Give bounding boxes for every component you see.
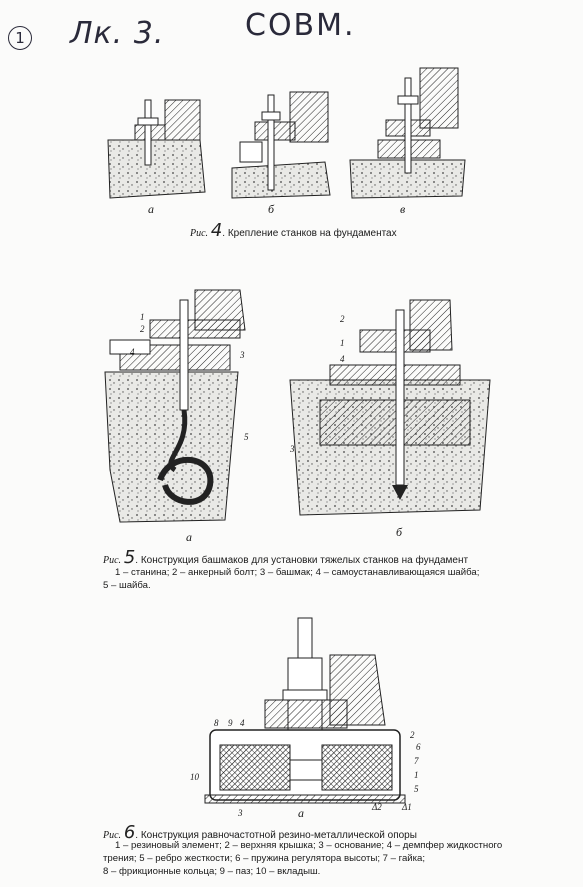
fig4-caption-text: . Крепление станков на фундаментах bbox=[222, 228, 397, 239]
fig4-sublabel-b: б bbox=[268, 202, 275, 216]
fig4-number: 4 bbox=[210, 220, 223, 241]
fig5b-label-3: 3 bbox=[290, 444, 295, 454]
fig5b-label-1: 1 bbox=[340, 338, 345, 348]
fig5-ris: Рис. bbox=[103, 555, 122, 566]
fig4-sublabel-a: а bbox=[148, 202, 154, 216]
fig6-number: 6 bbox=[123, 822, 136, 843]
handwritten-lecture-note: Лк. 3. bbox=[70, 16, 165, 51]
fig6-label-3: 3 bbox=[238, 808, 243, 818]
fig5a-label-4: 4 bbox=[130, 347, 135, 357]
fig4-ris: Рис. bbox=[190, 228, 209, 239]
fig6-legend-line3: 8 – фрикционные кольца; 9 – паз; 10 – вк… bbox=[103, 866, 321, 877]
fig6-label-4: 4 bbox=[240, 718, 245, 728]
fig6-caption: Рис. 6. Конструкция равночастотной резин… bbox=[103, 822, 417, 843]
fig5-caption: Рис. 5. Конструкция башмаков для установ… bbox=[103, 547, 468, 568]
fig6-label-9: 9 bbox=[228, 718, 233, 728]
fig4-caption: Рис. 4. Крепление станков на фундаментах bbox=[190, 220, 397, 241]
fig6-legend-line2: трения; 5 – ребро жесткости; 6 – пружина… bbox=[103, 853, 426, 864]
fig6-legend-line1: 1 – резиновый элемент; 2 – верхняя крышк… bbox=[115, 840, 503, 851]
fig5-legend-line2: 5 – шайба. bbox=[103, 580, 151, 591]
fig5-sublabel-a: а bbox=[186, 530, 192, 544]
fig6-label-6: 6 bbox=[416, 742, 421, 752]
fig6-label-1: 1 bbox=[414, 770, 419, 780]
fig6-drawing-a bbox=[204, 617, 406, 804]
fig5-legend: 1 – станина; 2 – анкерный болт; 3 – башм… bbox=[103, 566, 543, 592]
fig6-dim-delta1: Δ1 bbox=[402, 802, 412, 812]
fig5a-label-3: 3 bbox=[240, 350, 245, 360]
fig6-label-10: 10 bbox=[190, 772, 199, 782]
fig4-drawing-a bbox=[107, 99, 206, 199]
fig5-legend-line1: 1 – станина; 2 – анкерный болт; 3 – башм… bbox=[115, 567, 480, 578]
fig5-drawing-a bbox=[104, 289, 246, 523]
fig6-label-5: 5 bbox=[414, 784, 419, 794]
fig4-drawing-b bbox=[231, 91, 331, 199]
handwritten-subject-note: СОВМ. bbox=[245, 8, 356, 43]
fig6-ris: Рис. bbox=[103, 830, 122, 841]
fig5-number: 5 bbox=[123, 547, 136, 568]
page-number-circle: 1 bbox=[8, 26, 32, 50]
fig4-sublabel-v: в bbox=[400, 202, 406, 216]
fig5a-label-2: 2 bbox=[140, 324, 145, 334]
fig5b-label-2: 2 bbox=[340, 314, 345, 324]
fig6-label-7: 7 bbox=[414, 756, 419, 766]
fig5-caption-text: . Конструкция башмаков для установки тяж… bbox=[135, 555, 469, 566]
fig5b-label-4: 4 bbox=[340, 354, 345, 364]
fig5a-label-1: 1 bbox=[140, 312, 145, 322]
fig6-legend: 1 – резиновый элемент; 2 – верхняя крышк… bbox=[103, 839, 563, 878]
fig6-caption-text: . Конструкция равночастотной резино-мета… bbox=[135, 830, 417, 841]
fig6-sublabel-a: а bbox=[298, 806, 304, 820]
fig6-dim-delta2: Δ2 bbox=[372, 802, 382, 812]
fig5a-label-5: 5 bbox=[244, 432, 249, 442]
fig5-drawing-b bbox=[289, 299, 491, 516]
fig6-label-2: 2 bbox=[410, 730, 415, 740]
fig5-sublabel-b: б bbox=[396, 525, 403, 539]
fig6-label-8: 8 bbox=[214, 718, 219, 728]
fig4-drawing-v bbox=[349, 67, 466, 199]
